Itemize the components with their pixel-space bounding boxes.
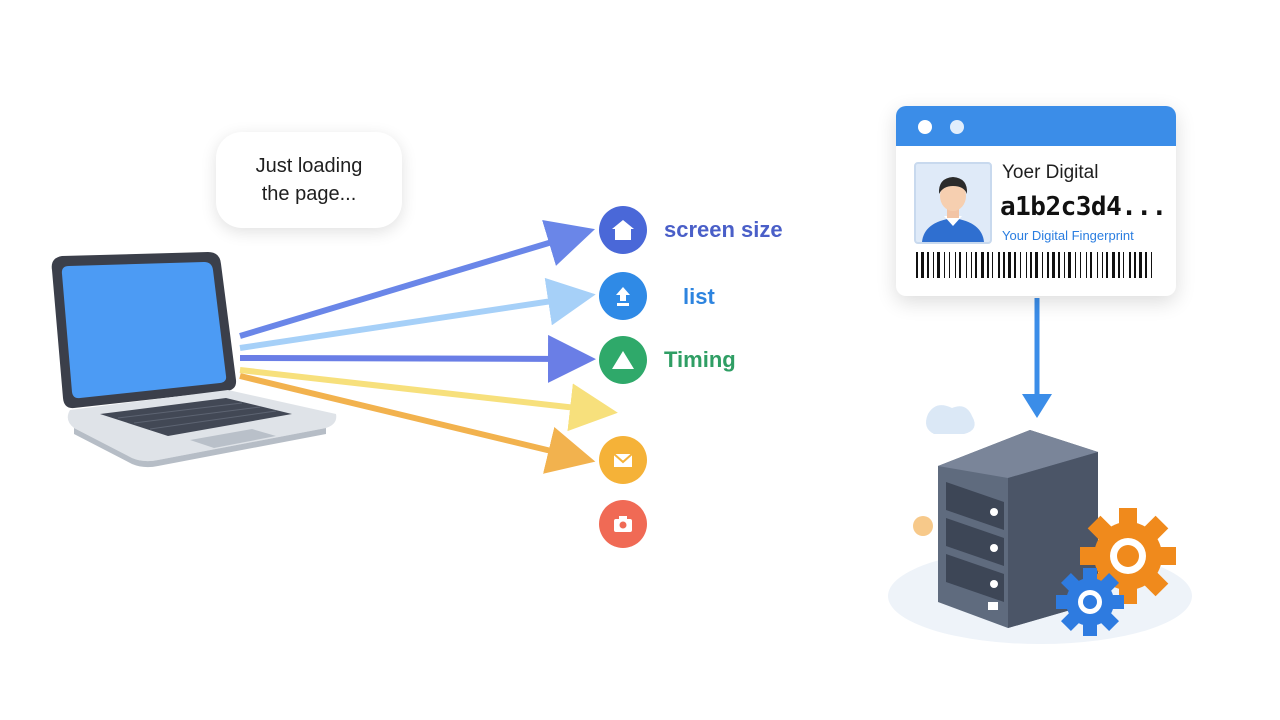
barcode-bar xyxy=(1086,252,1087,278)
barcode-bar xyxy=(1112,252,1115,278)
feature-list-icon xyxy=(599,272,647,320)
barcode-bar xyxy=(1123,252,1124,278)
arrow-to-timing xyxy=(239,334,596,383)
barcode-bar xyxy=(1102,252,1103,278)
barcode-bar xyxy=(944,252,945,278)
feature-screen-size-label: screen size xyxy=(664,217,783,242)
barcode-bar xyxy=(1047,252,1049,278)
person-icon xyxy=(922,177,984,242)
barcode-bar xyxy=(1106,252,1108,278)
barcode-bar xyxy=(1042,252,1043,278)
barcode-bar xyxy=(1129,252,1131,278)
barcode-bar xyxy=(1014,252,1016,278)
feature-timing-label: Timing xyxy=(664,347,736,372)
arrow-to-list xyxy=(239,277,596,351)
barcode-bar xyxy=(1075,252,1076,278)
barcode-bar xyxy=(1064,252,1065,278)
barcode-bar xyxy=(966,252,967,278)
barcode-bar xyxy=(1003,252,1005,278)
barcode-bar xyxy=(987,252,989,278)
upload-icon xyxy=(616,287,630,306)
barcode-bar xyxy=(1052,252,1055,278)
feature-camera-icon xyxy=(599,500,647,548)
camera-icon xyxy=(614,516,632,532)
arrow-to-envelope xyxy=(239,373,596,474)
barcode-bar xyxy=(933,252,934,278)
card-title-bar xyxy=(896,106,1176,146)
barcode-bar xyxy=(992,252,993,278)
barcode-bar xyxy=(1090,252,1092,278)
fingerprint-card: Yoer Digital a1b2c3d4... Your Digital Fi… xyxy=(896,106,1176,296)
blue-gear-icon xyxy=(1056,568,1124,636)
window-dot-icon xyxy=(950,120,964,134)
barcode-bar xyxy=(981,252,984,278)
card-title: Yoer Digital xyxy=(1002,162,1099,183)
barcode-bar xyxy=(921,252,924,278)
window-dot-icon xyxy=(918,120,932,134)
barcode-bar xyxy=(971,252,972,278)
barcode-bar xyxy=(1030,252,1032,278)
feature-screen-size-icon xyxy=(599,206,647,254)
laptop-icon xyxy=(51,252,337,468)
feature-timing-icon xyxy=(599,336,647,384)
server-icon xyxy=(888,405,1192,644)
barcode-bar xyxy=(1118,252,1120,278)
feature-list-label: list xyxy=(683,284,715,309)
avatar xyxy=(914,162,992,244)
barcode-bar xyxy=(1058,252,1060,278)
barcode-bar xyxy=(916,252,918,278)
barcode-bar xyxy=(1145,252,1147,278)
barcode-bar xyxy=(927,252,929,278)
barcode-bar xyxy=(1008,252,1011,278)
speech-bubble-line-2: the page... xyxy=(261,183,357,205)
arrow-to-screen-size xyxy=(239,219,595,339)
card-subtitle: Your Digital Fingerprint xyxy=(1002,228,1134,243)
barcode-bar xyxy=(1139,252,1142,278)
barcode-bar xyxy=(998,252,1000,278)
arrow-to-empty xyxy=(239,367,618,432)
barcode-bar xyxy=(1026,252,1027,278)
feature-envelope-icon xyxy=(599,436,647,484)
barcode-bar xyxy=(1097,252,1098,278)
barcode-bar xyxy=(1035,252,1038,278)
barcode-bar xyxy=(937,252,940,278)
barcode-bar xyxy=(1068,252,1071,278)
barcode-icon xyxy=(916,252,1152,278)
barcode-bar xyxy=(1151,252,1152,278)
barcode-bar xyxy=(975,252,977,278)
envelope-icon xyxy=(613,453,633,467)
barcode-bar xyxy=(1080,252,1081,278)
house-icon xyxy=(612,220,634,240)
barcode-bar xyxy=(1134,252,1136,278)
speech-bubble: Just loading the page... xyxy=(216,132,402,228)
barcode-bar xyxy=(1020,252,1021,278)
triangle-icon xyxy=(612,351,634,369)
barcode-bar xyxy=(949,252,950,278)
arrow-card-to-server-head xyxy=(1022,394,1052,418)
barcode-bar xyxy=(959,252,961,278)
barcode-bar xyxy=(955,252,956,278)
speech-bubble-line-1: Just loading xyxy=(255,155,363,177)
card-hash: a1b2c3d4... xyxy=(1000,192,1167,222)
